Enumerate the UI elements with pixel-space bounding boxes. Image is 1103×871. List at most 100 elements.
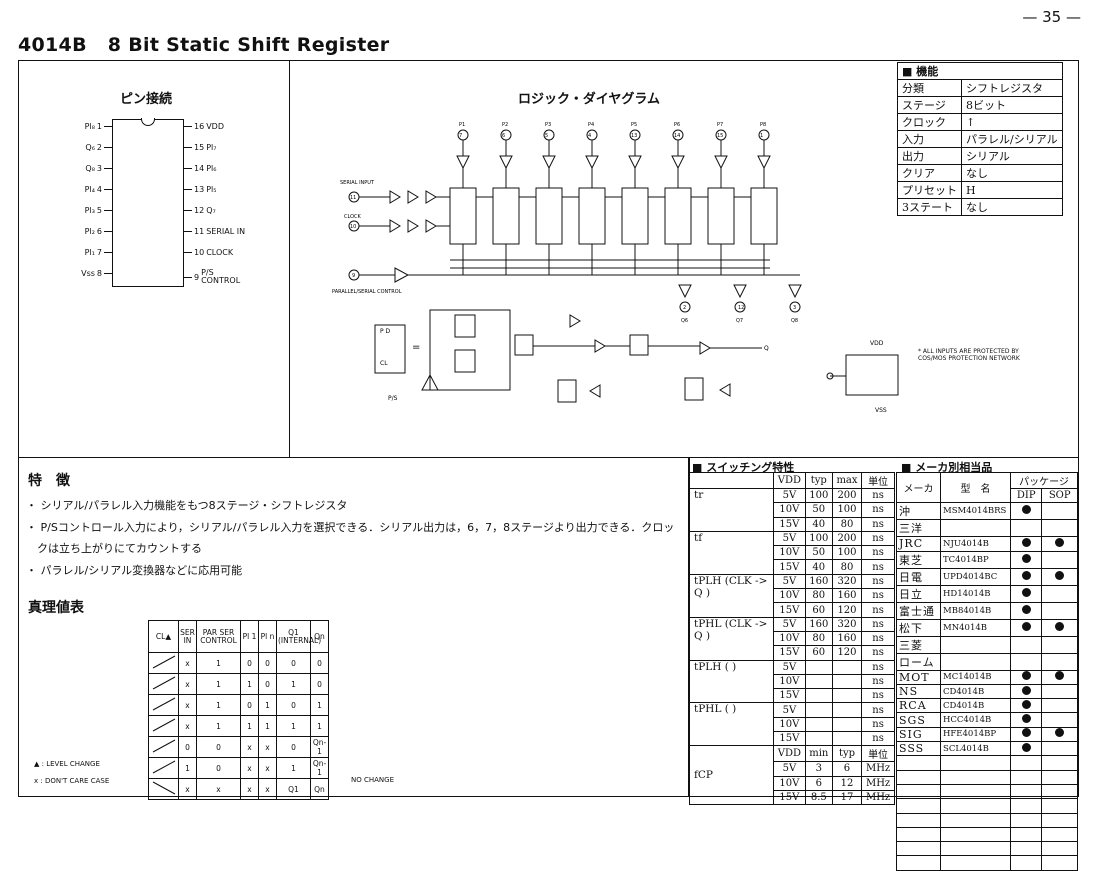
filled-dot-icon	[1021, 604, 1031, 614]
output-pin-number: 12	[738, 305, 744, 311]
function-key: 3ステート	[897, 198, 962, 216]
maker-empty-cell	[1041, 755, 1078, 771]
input-buffer	[499, 155, 513, 170]
function-value: H	[961, 181, 1063, 199]
switching-cell: 10V	[773, 502, 806, 518]
filled-dot-icon	[1055, 537, 1065, 547]
switching-cell: 100	[804, 530, 833, 547]
truth-cell: 0	[196, 757, 241, 779]
output-buffer	[733, 284, 747, 299]
maker-row: 三洋	[896, 519, 1078, 538]
switching-cell: ns	[861, 616, 895, 632]
maker-dip	[1009, 712, 1043, 728]
clock-edge-icon	[148, 715, 179, 737]
output-q8: 3Q8	[788, 284, 802, 324]
pin-lead	[104, 189, 112, 190]
maker-dip	[1009, 601, 1043, 620]
pin-connection-title: ピン接続	[120, 92, 173, 107]
stage-1: 7P1	[449, 122, 493, 275]
input-buffer	[714, 155, 728, 170]
input-pin-number: 15	[717, 133, 723, 139]
filled-dot-icon	[1021, 742, 1031, 752]
switching-param: tPLH ( )	[689, 659, 774, 704]
switching-cell	[804, 688, 833, 704]
pin-number: 15	[194, 143, 205, 152]
logic-diagram-title: ロジック・ダイヤグラム	[518, 92, 660, 107]
switching-cell: ns	[861, 516, 895, 532]
maker-dip	[1009, 669, 1043, 685]
pin-lead	[184, 147, 192, 148]
truth-cell: 0	[258, 652, 277, 674]
input-buffer	[757, 155, 771, 170]
filled-dot-icon	[1021, 685, 1031, 695]
pin-label: Pl₅	[206, 184, 217, 194]
svg-text:CL: CL	[380, 360, 388, 367]
maker-empty-cell	[896, 826, 941, 843]
function-key: 出力	[897, 147, 962, 165]
maker-empty-cell	[1009, 769, 1043, 785]
output-q6: 2Q6	[678, 284, 692, 324]
input-label: P1	[459, 122, 465, 128]
truth-cell: x	[258, 778, 277, 800]
switching-header: ■ スイッチング特性	[692, 461, 795, 474]
bottom-divider	[688, 457, 690, 797]
flipflop	[707, 187, 735, 245]
pin-lead	[184, 252, 192, 253]
maker-empty-cell	[896, 812, 941, 828]
pin-lead	[184, 231, 192, 232]
maker-dip	[1009, 726, 1043, 743]
switching-cell: 320	[831, 616, 863, 632]
maker-dip	[1009, 741, 1043, 757]
fcp-cell: MHz	[861, 789, 895, 806]
switching-cell: 80	[831, 559, 863, 575]
maker-empty-cell	[940, 855, 1011, 871]
maker-empty-cell	[1041, 841, 1078, 857]
filled-dot-icon	[1021, 553, 1031, 563]
pin-number: 5	[96, 206, 102, 215]
maker-type: TC4014BP	[940, 550, 1011, 569]
truth-cell: 1	[276, 715, 311, 737]
function-value: シフトレジスタ	[961, 79, 1063, 97]
stage-8: 1P8	[750, 122, 778, 275]
input-buffer	[671, 155, 685, 170]
protection-note: * ALL INPUTS ARE PROTECTED BY COS/MOS PR…	[918, 348, 1020, 362]
fcp-cell: 10V	[773, 775, 806, 791]
output-pin-number: 2	[683, 305, 686, 311]
maker-sop	[1041, 635, 1078, 654]
output-label: Q6	[681, 318, 688, 324]
switching-cell: 120	[831, 602, 863, 618]
no-change-label: NO CHANGE	[351, 776, 394, 784]
switching-cell: ns	[861, 716, 895, 733]
maker-col: メーカ	[896, 471, 941, 504]
pin-lead	[104, 168, 112, 169]
switching-cell: ns	[861, 630, 895, 647]
switching-cell: 10V	[773, 588, 806, 604]
clock-edge-icon	[148, 736, 179, 758]
switching-cell: 5V	[773, 530, 806, 547]
maker-empty-row	[896, 798, 1078, 814]
maker-dip	[1009, 618, 1043, 637]
input-buffer	[542, 155, 556, 170]
truth-cell: Qn	[310, 778, 329, 800]
pin-lead	[184, 210, 192, 211]
maker-empty-row	[896, 755, 1078, 771]
output-buffer	[788, 284, 802, 299]
switching-cell: ns	[861, 602, 895, 618]
maker-sop	[1041, 741, 1078, 757]
maker-dip	[1009, 536, 1043, 552]
pin-lead	[104, 126, 112, 127]
